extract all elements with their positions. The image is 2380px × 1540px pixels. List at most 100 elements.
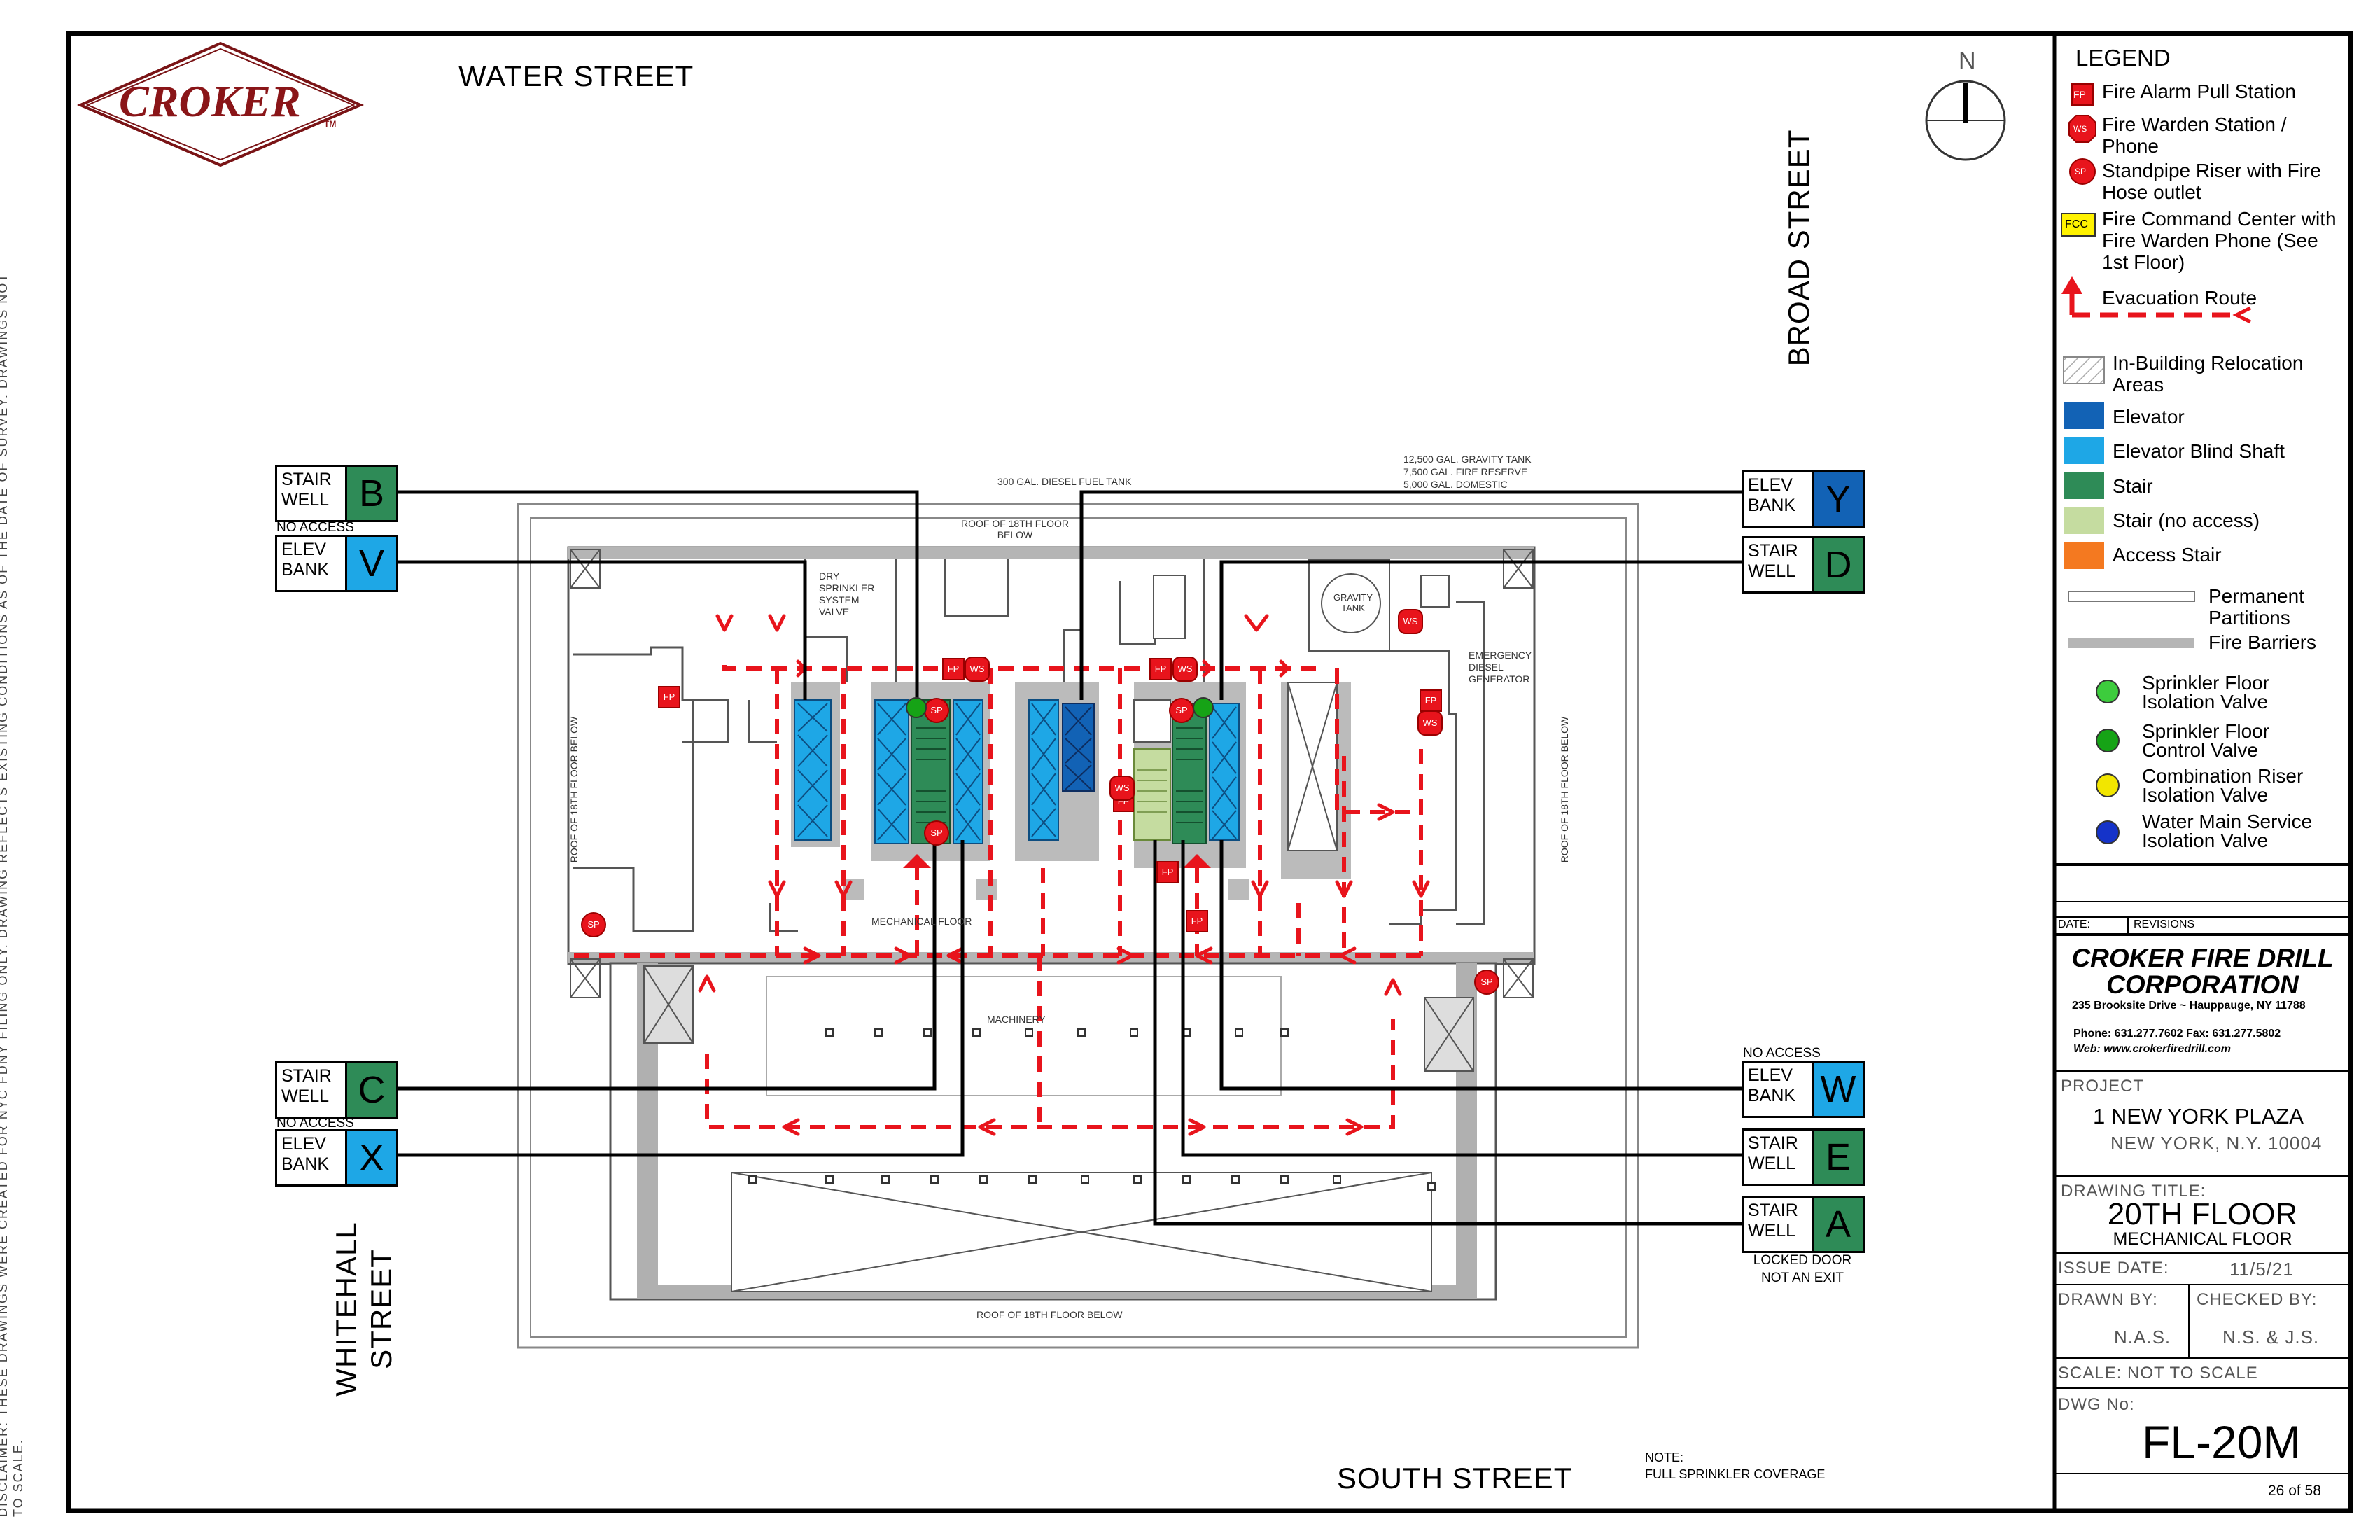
sheet-border	[66, 31, 2353, 1513]
callout-letter-c: C	[345, 1063, 396, 1116]
generator-note: EMERGENCY DIESEL GENERATOR	[1469, 650, 1532, 685]
standpipe-riser-icon: SP	[1169, 698, 1194, 723]
sprinkler-note-text: FULL SPRINKLER COVERAGE	[1645, 1467, 1826, 1481]
project-city: NEW YORK, N.Y. 10004	[2110, 1133, 2323, 1154]
standpipe-riser-icon: SP	[1474, 969, 1499, 995]
roof-note-right: ROOF OF 18TH FLOOR BELOW	[1559, 716, 1570, 863]
sprinkler-note-title: NOTE:	[1645, 1450, 1684, 1464]
fire-alarm-pull-station-icon: FP	[1186, 910, 1208, 932]
fire-alarm-pull-station-icon: FP	[1156, 861, 1179, 883]
company-web: Web: www.crokerfiredrill.com	[2073, 1043, 2231, 1055]
callout-leaders	[396, 490, 1743, 1226]
callout-letter-b: B	[345, 467, 396, 520]
legend-label-relocation: In-Building Relocation Areas	[2113, 352, 2304, 396]
street-west: WHITEHALL STREET	[330, 1222, 398, 1396]
drawing-title: 20TH FLOOR	[2107, 1197, 2298, 1231]
legend-label-evacuation: Evacuation Route	[2102, 287, 2258, 309]
roof-note-bottom: ROOF OF 18TH FLOOR BELOW	[976, 1309, 1123, 1320]
dwg-no: FL-20M	[2142, 1416, 2302, 1468]
legend-label-fire-barriers: Fire Barriers	[2208, 631, 2317, 653]
callout-letter-w: W	[1812, 1063, 1863, 1116]
legend-label-pull-station: Fire Alarm Pull Station	[2102, 80, 2296, 102]
dwg-no-label: DWG No:	[2058, 1395, 2135, 1414]
legend-label-standpipe: Standpipe Riser with Fire Hose outlet	[2102, 160, 2321, 203]
floor-plan	[517, 503, 1639, 1349]
legend-label-fcc: Fire Command Center with Fire Warden Pho…	[2102, 208, 2337, 273]
legend-ws-symbol: WS	[2073, 124, 2087, 134]
callout-letter-e: E	[1812, 1130, 1863, 1184]
revisions-label: REVISIONS	[2134, 918, 2195, 930]
croker-logo-text: CROKER	[119, 76, 301, 126]
legend-label-access-stair: Access Stair	[2113, 544, 2222, 566]
callout-letter-d: D	[1812, 538, 1863, 592]
evacuation-routes	[574, 665, 1428, 1129]
roof-note-top: ROOF OF 18TH FLOOR BELOW	[960, 518, 1069, 540]
company-address: 235 Brooksite Drive ~ Hauppauge, NY 1178…	[2072, 1000, 2306, 1011]
legend-label-partitions: Permanent Partitions	[2208, 585, 2304, 629]
no-access-c: NO ACCESS	[276, 1116, 354, 1130]
company-phone: Phone: 631.277.7602 Fax: 631.277.5802	[2073, 1028, 2281, 1040]
legend-label-elevator: Elevator	[2113, 406, 2185, 428]
checked-by: N.S. & J.S.	[2222, 1326, 2320, 1348]
sheet-number: 26 of 58	[2268, 1483, 2321, 1499]
machinery-note: MACHINERY	[987, 1014, 1046, 1025]
dry-valve-note: DRY SPRINKLER SYSTEM VALVE	[819, 570, 875, 617]
legend-label-blind-shaft: Elevator Blind Shaft	[2113, 440, 2285, 462]
gravity-tank-label: GRAVITY TANK	[1333, 592, 1373, 613]
no-access-b: NO ACCESS	[276, 520, 354, 535]
callout-letter-x: X	[345, 1131, 396, 1184]
fire-alarm-pull-station-icon: FP	[1149, 658, 1172, 680]
legend-sp-symbol: SP	[2075, 167, 2087, 176]
issue-date: 11/5/21	[2230, 1259, 2294, 1280]
elevator-bank-y	[1028, 699, 1095, 841]
fire-warden-station-icon: WS	[1172, 657, 1198, 682]
gravity-tank-note: 12,500 GAL. GRAVITY TANK	[1404, 454, 1532, 465]
roof-note-left: ROOF OF 18TH FLOOR BELOW	[568, 716, 580, 863]
croker-logo	[76, 41, 365, 167]
legend-label-stair-no-access: Stair (no access)	[2113, 510, 2260, 531]
legend-swatches	[2061, 83, 2252, 844]
standpipe-riser-icon: SP	[924, 820, 949, 846]
drawing-subtitle: MECHANICAL FLOOR	[2113, 1229, 2292, 1249]
drawn-by: N.A.S.	[2114, 1326, 2171, 1348]
callout-letter-y: Y	[1812, 472, 1863, 526]
fire-warden-station-icon: WS	[965, 657, 990, 682]
sprinkler-floor-control-valve-icon	[906, 697, 927, 718]
drawn-by-label: DRAWN BY:	[2058, 1290, 2158, 1309]
legend-title: LEGEND	[2076, 45, 2171, 71]
fire-warden-station-icon: WS	[1418, 710, 1443, 736]
sprinkler-floor-control-valve-icon	[1193, 697, 1214, 718]
disclaimer: DISCLAIMER: THESE DRAWINGS WERE CREATED …	[0, 273, 25, 1517]
north-label: N	[1959, 48, 1976, 74]
fire-warden-station-icon: WS	[1110, 776, 1135, 801]
legend-label-stair: Stair	[2113, 475, 2153, 497]
project-label: PROJECT	[2061, 1077, 2145, 1096]
elevator-bank-v	[794, 699, 832, 841]
callout-letter-a: A	[1812, 1198, 1863, 1251]
callout-letter-v: V	[345, 537, 396, 590]
fire-alarm-pull-station-icon: FP	[942, 658, 965, 680]
street-south: SOUTH STREET	[1337, 1462, 1573, 1494]
revision-date-label: DATE:	[2058, 918, 2090, 930]
domestic-note: 5,000 GAL. DOMESTIC	[1404, 479, 1508, 490]
no-access-w: NO ACCESS	[1743, 1046, 1821, 1060]
checked-by-label: CHECKED BY:	[2197, 1290, 2318, 1309]
legend-label-sprinkler-isolation: Sprinkler Floor Isolation Valve	[2142, 672, 2270, 713]
locked-door-note: LOCKED DOOR	[1753, 1253, 1852, 1268]
croker-logo-tm: TM	[324, 119, 337, 129]
project-name: 1 NEW YORK PLAZA	[2093, 1104, 2304, 1128]
standpipe-riser-icon: SP	[581, 912, 606, 937]
north-arrow	[1925, 80, 2006, 161]
